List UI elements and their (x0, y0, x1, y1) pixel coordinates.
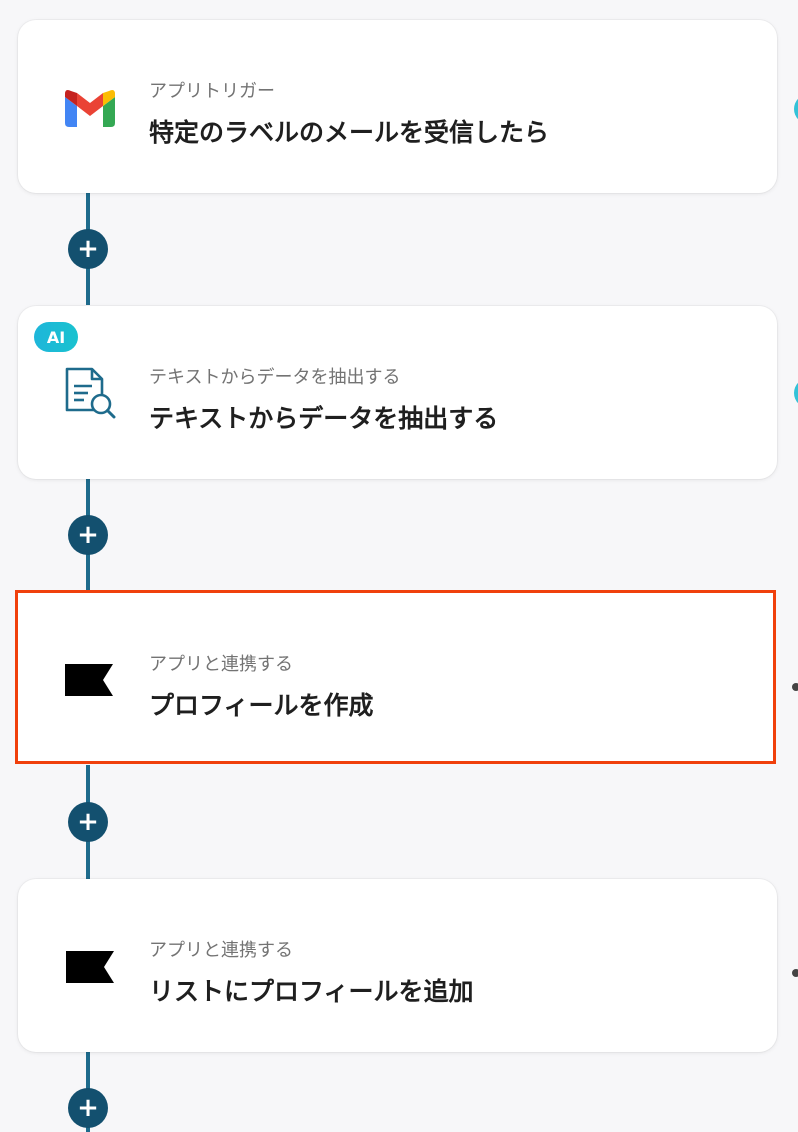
klaviyo-flag-icon (64, 941, 116, 993)
step-title: プロフィールを作成 (149, 691, 374, 720)
add-step-button[interactable]: + (68, 515, 108, 555)
flow-step-card[interactable]: アプリと連携する リストにプロフィールを追加 (18, 879, 777, 1052)
add-step-button[interactable]: + (68, 1088, 108, 1128)
step-type-label: テキストからデータを抽出する (149, 367, 401, 388)
step-type-label: アプリと連携する (149, 940, 293, 961)
step-menu-dot[interactable] (792, 969, 798, 977)
add-step-button[interactable]: + (68, 229, 108, 269)
step-title: テキストからデータを抽出する (149, 404, 499, 433)
step-type-label: アプリトリガー (149, 81, 275, 102)
flow-step-card[interactable]: AI テキストからデータを抽出する テキストからデータを抽出する (18, 306, 777, 479)
add-step-button[interactable]: + (68, 802, 108, 842)
step-status-indicator (794, 94, 798, 124)
step-title: リストにプロフィールを追加 (149, 977, 474, 1006)
gmail-icon (64, 82, 116, 134)
flow-step-card[interactable]: アプリトリガー 特定のラベルのメールを受信したら (18, 20, 777, 193)
step-status-indicator (794, 378, 798, 408)
document-search-icon (64, 367, 116, 420)
ai-badge: AI (34, 322, 78, 352)
klaviyo-flag-icon (63, 654, 115, 706)
step-title: 特定のラベルのメールを受信したら (149, 118, 550, 147)
step-type-label: アプリと連携する (149, 654, 293, 675)
step-menu-dot[interactable] (792, 683, 798, 691)
flow-step-card-selected[interactable]: アプリと連携する プロフィールを作成 (15, 590, 776, 764)
